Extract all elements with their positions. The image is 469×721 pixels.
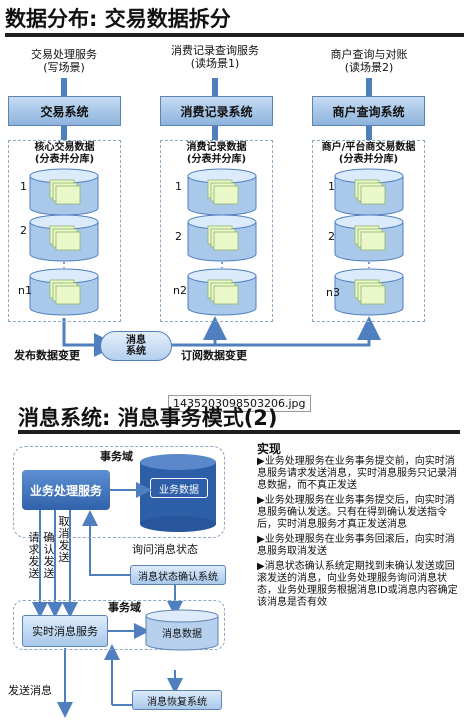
db-group-1 <box>8 140 121 322</box>
query-status-label: 询问消息状态 <box>132 543 198 556</box>
shard-cylinder <box>187 214 257 262</box>
confirm-send-label: 确认发送 <box>43 531 55 580</box>
realtime-message-service: 实时消息服务 <box>22 615 108 647</box>
impl-note: ▶业务处理服务在业务事务回滚后，向实时消息服务取消发送 <box>257 534 455 557</box>
db-label-2: 消费记录数据(分表并分库) <box>186 142 247 165</box>
shard-label: 1 <box>328 180 335 193</box>
top-title-bar <box>5 33 464 37</box>
shard-cylinder <box>29 214 99 262</box>
shard-cylinder <box>29 268 99 316</box>
status-confirm-system: 消息状态确认系统 <box>130 565 226 585</box>
db-label-3: 商户/平台商交易数据(分表并分库) <box>321 142 416 165</box>
send-message-label: 发送消息 <box>8 684 52 697</box>
trade-system: 交易系统 <box>8 96 121 126</box>
message-data: 消息数据 <box>162 629 202 640</box>
shard-label: n2 <box>173 284 187 297</box>
consume-record-system: 消费记录系统 <box>160 96 273 126</box>
bottom-title: 消息系统: 消息事务模式(2) <box>18 406 278 430</box>
shard-label: n3 <box>326 286 340 299</box>
shard-cylinder <box>334 268 404 316</box>
request-send-label: 请求发送 <box>28 531 40 580</box>
message-recovery-system: 消息恢复系统 <box>132 690 222 710</box>
db-group-3 <box>312 140 425 322</box>
db-label-1: 核心交易数据(分表并分库) <box>34 142 95 165</box>
impl-note: ▶业务处理服务在业务事务提交前，向实时消息服务请求发送消息，实时消息服务只记录消… <box>257 456 457 491</box>
top-title: 数据分布: 交易数据拆分 <box>5 7 231 31</box>
shard-label: 1 <box>175 180 182 193</box>
shard-label: 1 <box>20 180 27 193</box>
service-label-1: 交易处理服务(写场景) <box>31 48 97 74</box>
shard-label: 2 <box>328 230 335 243</box>
impl-title: 实现 <box>257 442 282 456</box>
image-filename-tooltip: 1435203098503206.jpg <box>168 395 311 412</box>
biz-service: 业务处理服务 <box>22 470 110 510</box>
transaction-domain-2 <box>13 600 225 650</box>
impl-note: ▶业务处理服务在业务事务提交后，向实时消息服务确认发送。只有在得到确认发送指令后… <box>257 495 455 530</box>
service-label-3: 商户查询与对账(读场景2) <box>330 48 408 74</box>
impl-notes: ▶业务处理服务在业务事务提交前，向实时消息服务请求发送消息，实时消息服务只记录消… <box>257 456 464 612</box>
merchant-query-system: 商户查询系统 <box>312 96 425 126</box>
db-group-2 <box>160 140 273 322</box>
impl-note: ▶消息状态确认系统定期找到未确认发送或回滚发送的消息，向业务处理服务询问消息状态… <box>257 561 458 608</box>
transaction-domain-1 <box>13 446 225 538</box>
shard-label: 2 <box>20 224 27 237</box>
domain-label-1: 事务域 <box>100 450 133 463</box>
shard-cylinder <box>187 268 257 316</box>
bottom-title-bar <box>18 430 460 434</box>
shard-label: 2 <box>175 230 182 243</box>
service-label-2: 消费记录查询服务(读场景1) <box>171 44 259 70</box>
shard-cylinder <box>334 214 404 262</box>
cancel-send-label: 取消发送 <box>58 515 70 564</box>
message-system-pill: 消息系统 <box>100 331 172 361</box>
publish-label: 发布数据变更 <box>14 349 80 362</box>
domain-label-2: 事务域 <box>108 601 141 614</box>
shard-cylinder <box>29 168 99 216</box>
shard-label: n1 <box>18 284 32 297</box>
subscribe-label: 订阅数据变更 <box>181 349 247 362</box>
